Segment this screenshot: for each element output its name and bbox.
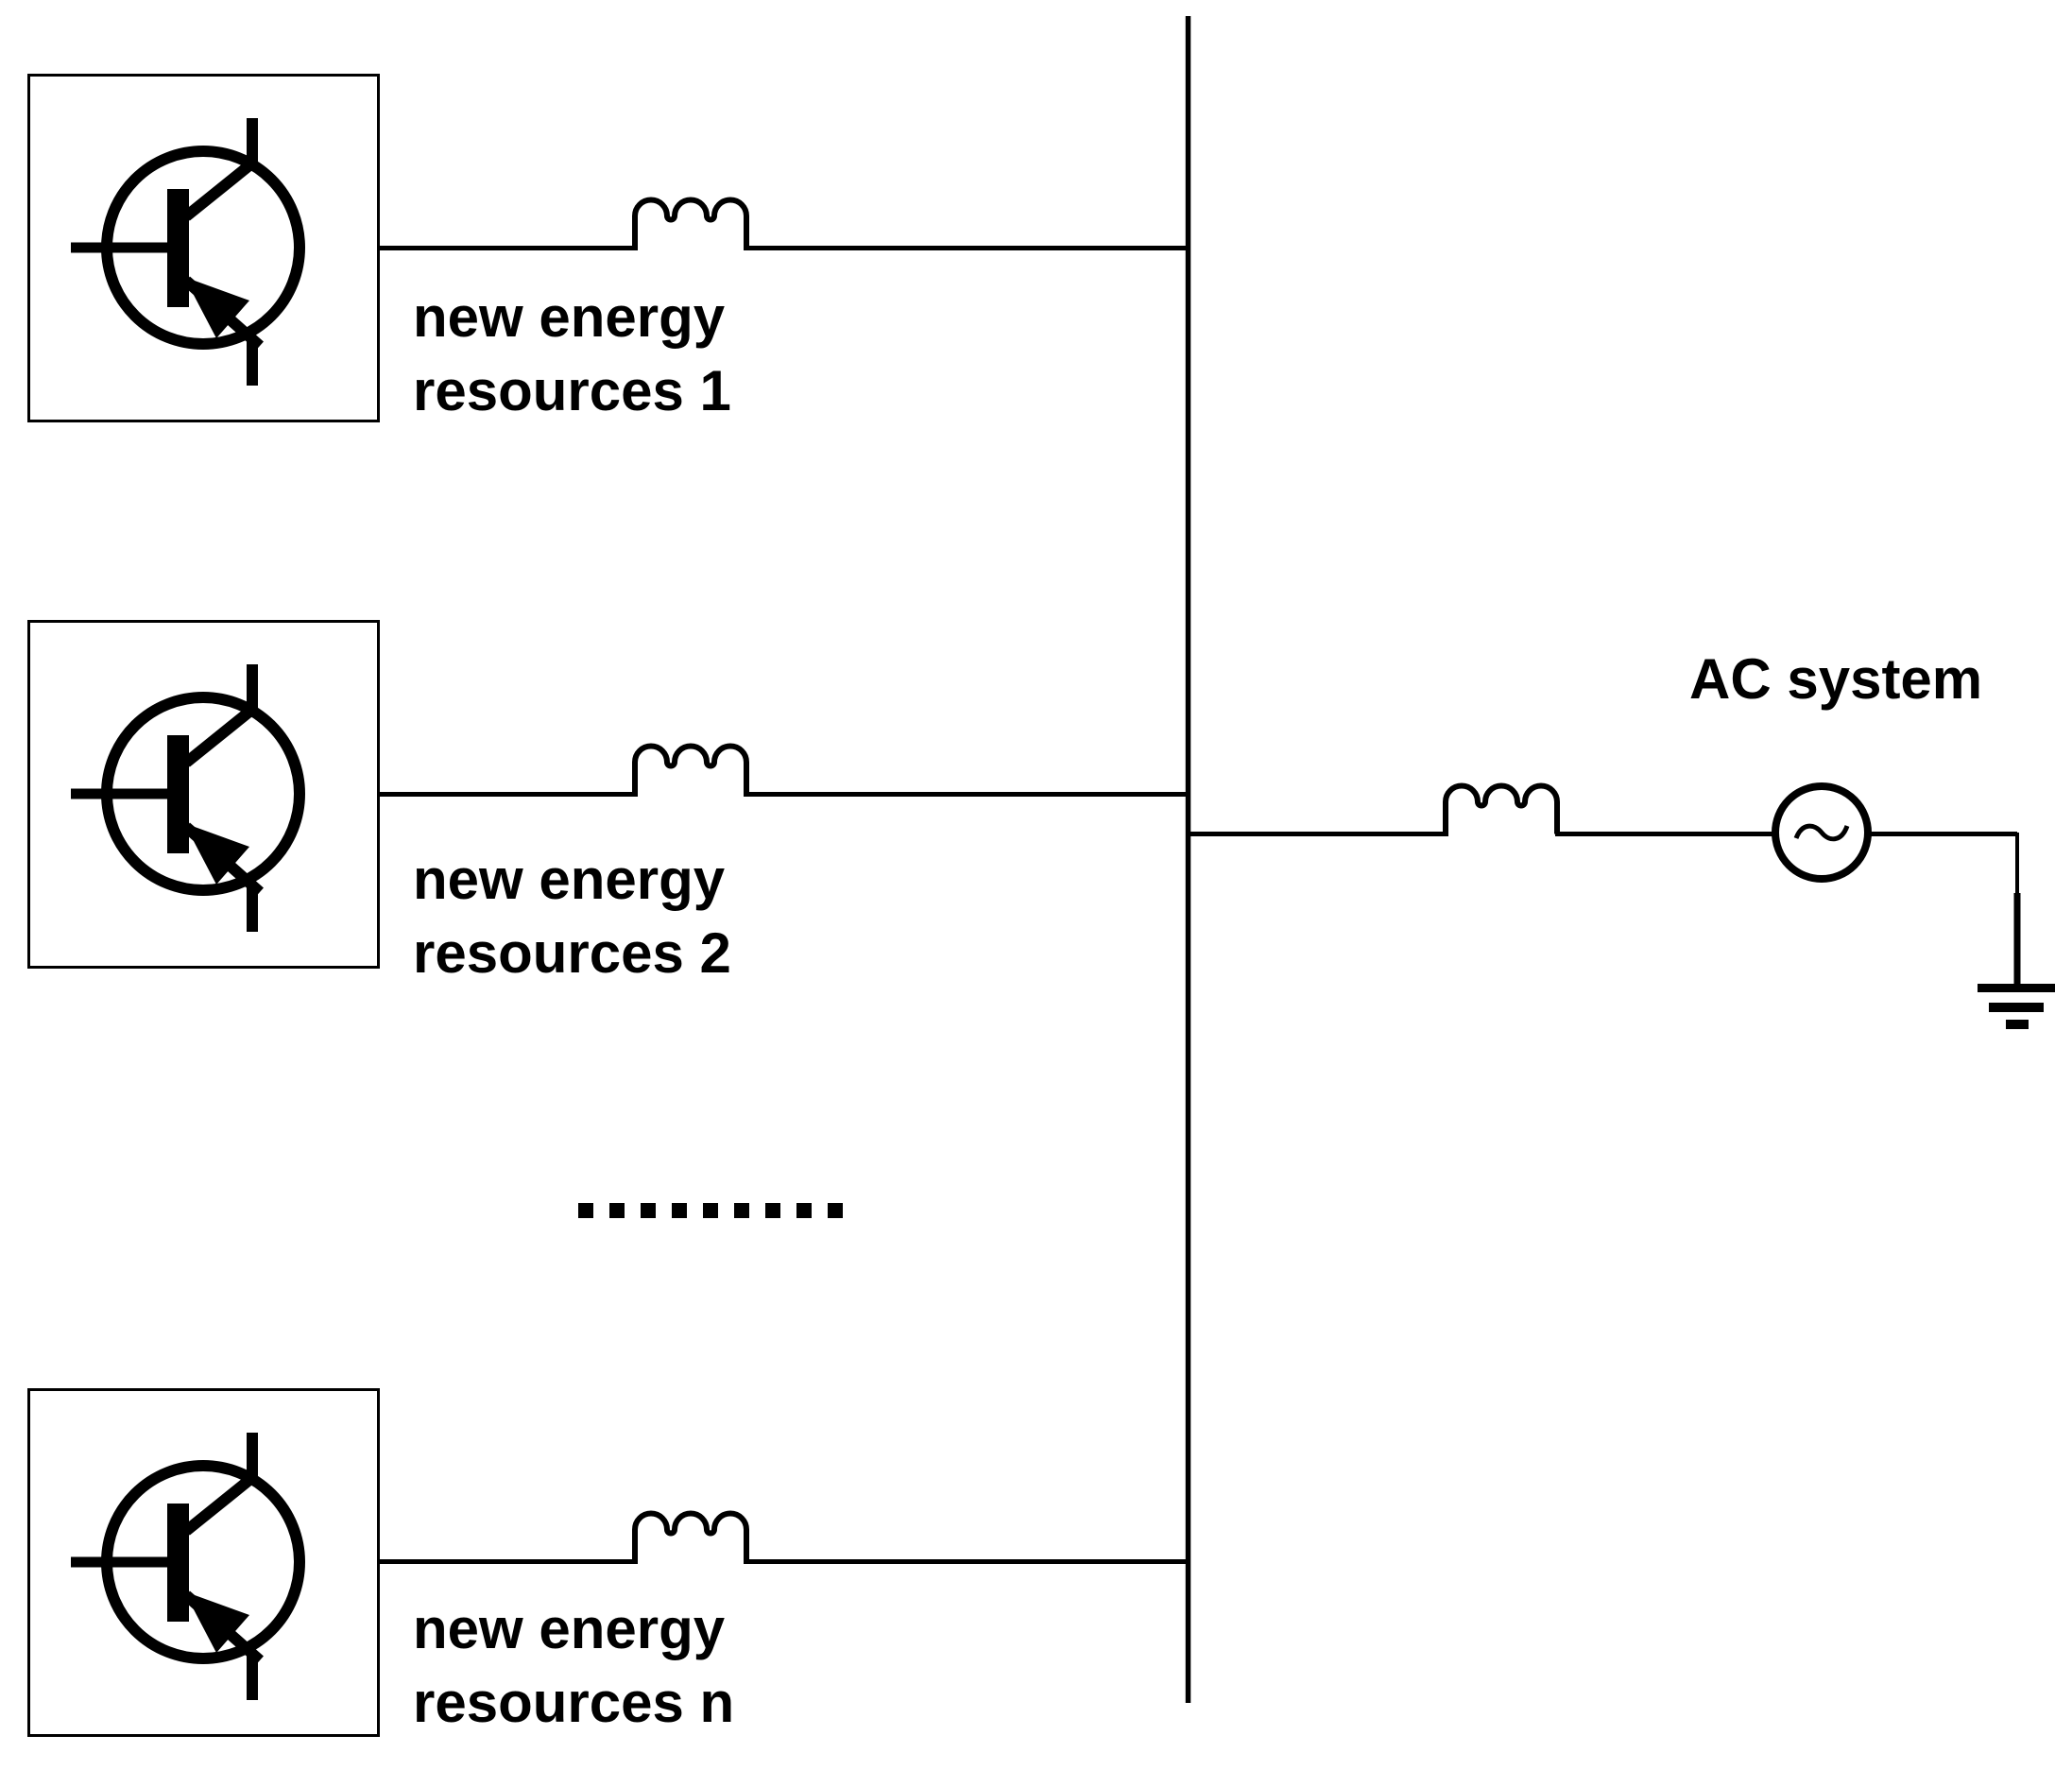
ac-system-label: AC system — [1689, 647, 1983, 711]
source-1-label-line1: new energy — [413, 285, 726, 349]
inductor-n-icon — [635, 1514, 746, 1562]
dot — [609, 1203, 625, 1218]
source-1-label-line2: resources 1 — [413, 359, 731, 422]
new-energy-source-n-icon — [29, 1390, 379, 1736]
source-n-label-line2: resources n — [413, 1671, 735, 1734]
source-n-label: new energy resources n — [413, 1592, 734, 1740]
dot — [765, 1203, 780, 1218]
source-2-label: new energy resources 2 — [413, 843, 731, 990]
ac-inductor-icon — [1446, 786, 1557, 834]
source-n-label-line1: new energy — [413, 1597, 726, 1660]
inductor-2-icon — [635, 747, 746, 795]
dot — [734, 1203, 749, 1218]
dot — [641, 1203, 656, 1218]
continuation-dots — [578, 1203, 843, 1218]
source-2-label-line1: new energy — [413, 848, 726, 911]
ac-source-icon — [1772, 782, 1872, 883]
inductor-1-icon — [635, 200, 746, 249]
dot — [828, 1203, 843, 1218]
dot — [672, 1203, 687, 1218]
sine-wave-icon — [1793, 823, 1850, 842]
dot — [703, 1203, 718, 1218]
new-energy-source-2-icon — [29, 622, 379, 968]
dot — [578, 1203, 593, 1218]
ground-icon — [1978, 833, 2055, 1029]
source-1-label: new energy resources 1 — [413, 281, 731, 428]
source-2-label-line2: resources 2 — [413, 921, 731, 985]
new-energy-source-1-icon — [29, 76, 379, 421]
dot — [796, 1203, 812, 1218]
